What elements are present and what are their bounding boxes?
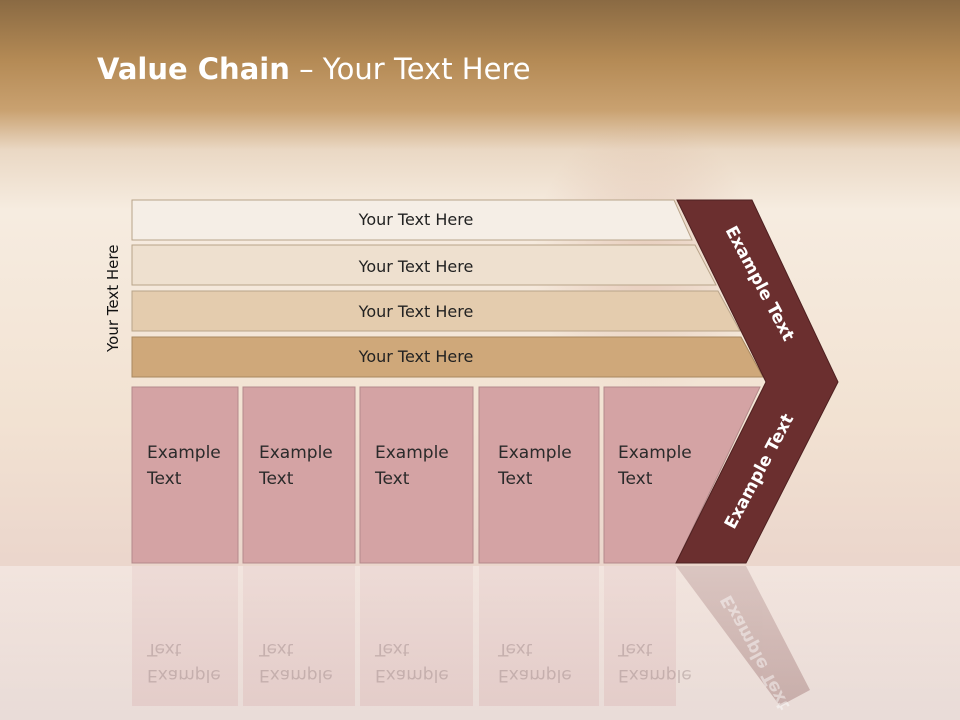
activity-box-2[interactable] xyxy=(242,386,356,564)
title-rest: – Your Text Here xyxy=(289,52,531,86)
row-label-2: Your Text Here xyxy=(358,257,474,276)
row-bar-3[interactable] xyxy=(131,290,741,332)
activity-box-3[interactable] xyxy=(359,386,474,564)
margin-chevron[interactable] xyxy=(675,199,839,564)
row-label-1: Your Text Here xyxy=(358,210,474,229)
activity-box-4[interactable] xyxy=(478,386,600,564)
activity-box-1[interactable] xyxy=(131,386,239,564)
row-bar-2[interactable] xyxy=(131,244,717,286)
row-label-3: Your Text Here xyxy=(358,302,474,321)
row-label-4: Your Text Here xyxy=(358,347,474,366)
row-bar-1[interactable] xyxy=(131,199,693,241)
reflection-fade xyxy=(0,566,960,720)
title-bold: Value Chain xyxy=(97,52,290,86)
slide-title: Value Chain – Your Text Here xyxy=(97,52,531,86)
